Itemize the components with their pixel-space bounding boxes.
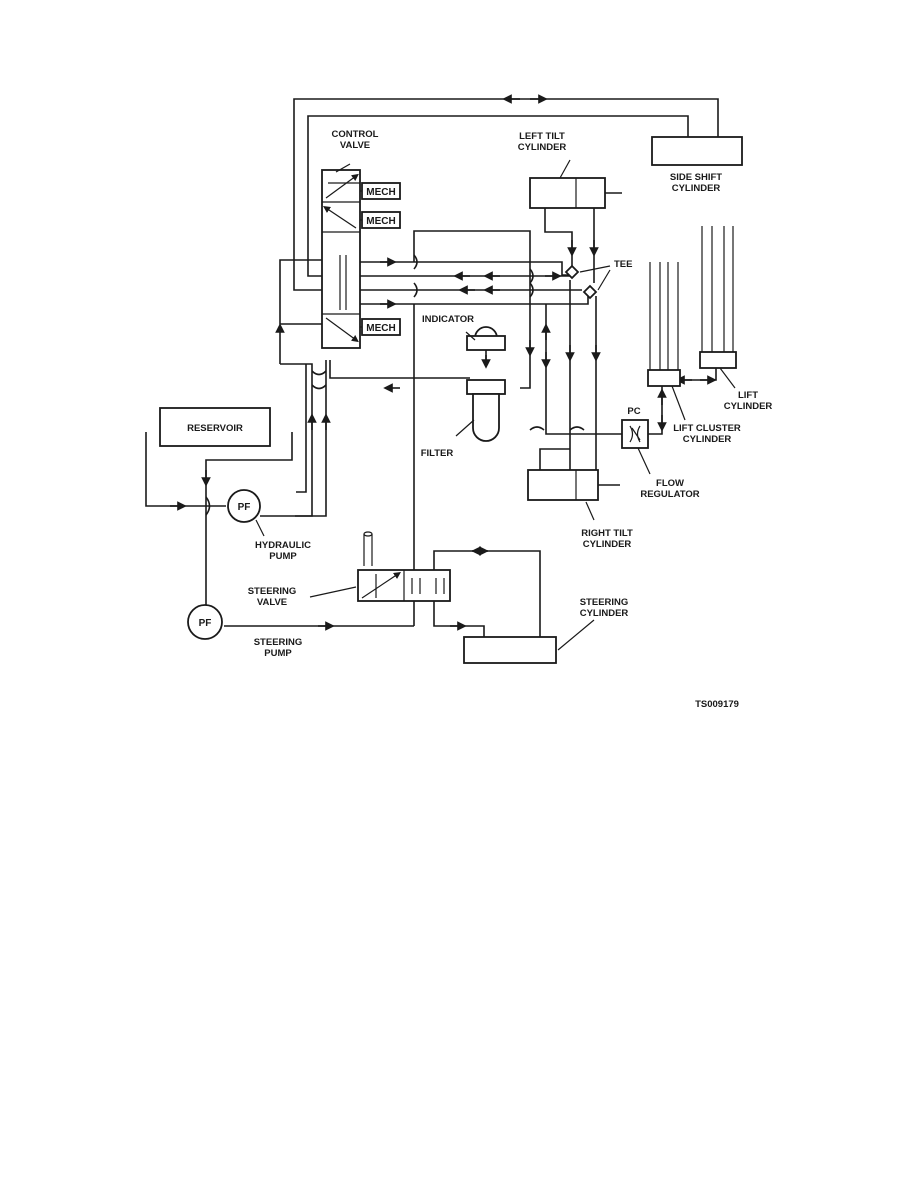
hydraulic-pump-label-2: PUMP bbox=[269, 551, 297, 562]
flow-regulator bbox=[621, 419, 649, 449]
steering-valve-label-2: VALVE bbox=[257, 597, 287, 608]
filter bbox=[466, 379, 506, 442]
hydraulic-lines bbox=[145, 94, 734, 637]
indicator bbox=[466, 326, 506, 351]
mech-label-2: MECH bbox=[366, 216, 395, 227]
reservoir-label: RESERVOIR bbox=[187, 423, 243, 434]
left-tilt-label-1: LEFT TILT bbox=[519, 131, 565, 142]
right-tilt-cylinder bbox=[527, 469, 620, 501]
side-shift-label-2: CYLINDER bbox=[672, 183, 721, 194]
hydraulic-pump bbox=[227, 489, 261, 523]
right-tilt-label-2: CYLINDER bbox=[583, 539, 632, 550]
figure-id: TS009179 bbox=[695, 699, 739, 710]
lift-cylinder-label-1: LIFT bbox=[738, 390, 758, 401]
lift-cylinder-label-2: CYLINDER bbox=[724, 401, 773, 412]
mech-label-3: MECH bbox=[366, 323, 395, 334]
control-valve-label-1: CONTROL bbox=[332, 129, 379, 140]
steering-cylinder-label-1: STEERING bbox=[580, 597, 629, 608]
control-valve: MECH MECH MECH bbox=[321, 169, 401, 349]
steering-pump-label-2: PUMP bbox=[264, 648, 292, 659]
side-shift-cylinder bbox=[651, 136, 743, 166]
flow-regulator-label-2: REGULATOR bbox=[640, 489, 699, 500]
reservoir bbox=[159, 407, 271, 447]
steering-valve bbox=[357, 569, 451, 602]
side-shift-label-1: SIDE SHIFT bbox=[670, 172, 722, 183]
steering-pump-pf: PF bbox=[199, 618, 212, 629]
steering-cylinder bbox=[463, 636, 557, 664]
tee-fittings bbox=[564, 264, 598, 300]
lift-cluster-label-2: CYLINDER bbox=[683, 434, 732, 445]
tee-label: TEE bbox=[614, 259, 632, 270]
left-tilt-label-2: CYLINDER bbox=[518, 142, 567, 153]
steering-valve-label-1: STEERING bbox=[248, 586, 297, 597]
control-valve-label-2: VALVE bbox=[340, 140, 370, 151]
filter-label: FILTER bbox=[421, 448, 454, 459]
leader-lines bbox=[255, 159, 736, 651]
lift-cluster-cylinder bbox=[647, 369, 681, 387]
left-tilt-cylinder bbox=[529, 177, 606, 209]
line-crossovers bbox=[205, 254, 585, 516]
hydraulic-pump-pf: PF bbox=[238, 502, 251, 513]
labels: CONTROL VALVE LEFT TILT CYLINDER SIDE SH… bbox=[187, 129, 772, 710]
right-tilt-label-1: RIGHT TILT bbox=[581, 528, 633, 539]
steering-pump-label-1: STEERING bbox=[254, 637, 303, 648]
steering-cylinder-label-2: CYLINDER bbox=[580, 608, 629, 619]
indicator-label: INDICATOR bbox=[422, 314, 474, 325]
hydraulic-pump-label-1: HYDRAULIC bbox=[255, 540, 311, 551]
mech-label-1: MECH bbox=[366, 187, 395, 198]
steering-pump bbox=[187, 604, 223, 640]
lift-cluster-label-1: LIFT CLUSTER bbox=[673, 423, 741, 434]
flow-regulator-label-1: FLOW bbox=[656, 478, 684, 489]
pc-label: PC bbox=[627, 406, 640, 417]
lift-cylinder bbox=[699, 351, 737, 369]
